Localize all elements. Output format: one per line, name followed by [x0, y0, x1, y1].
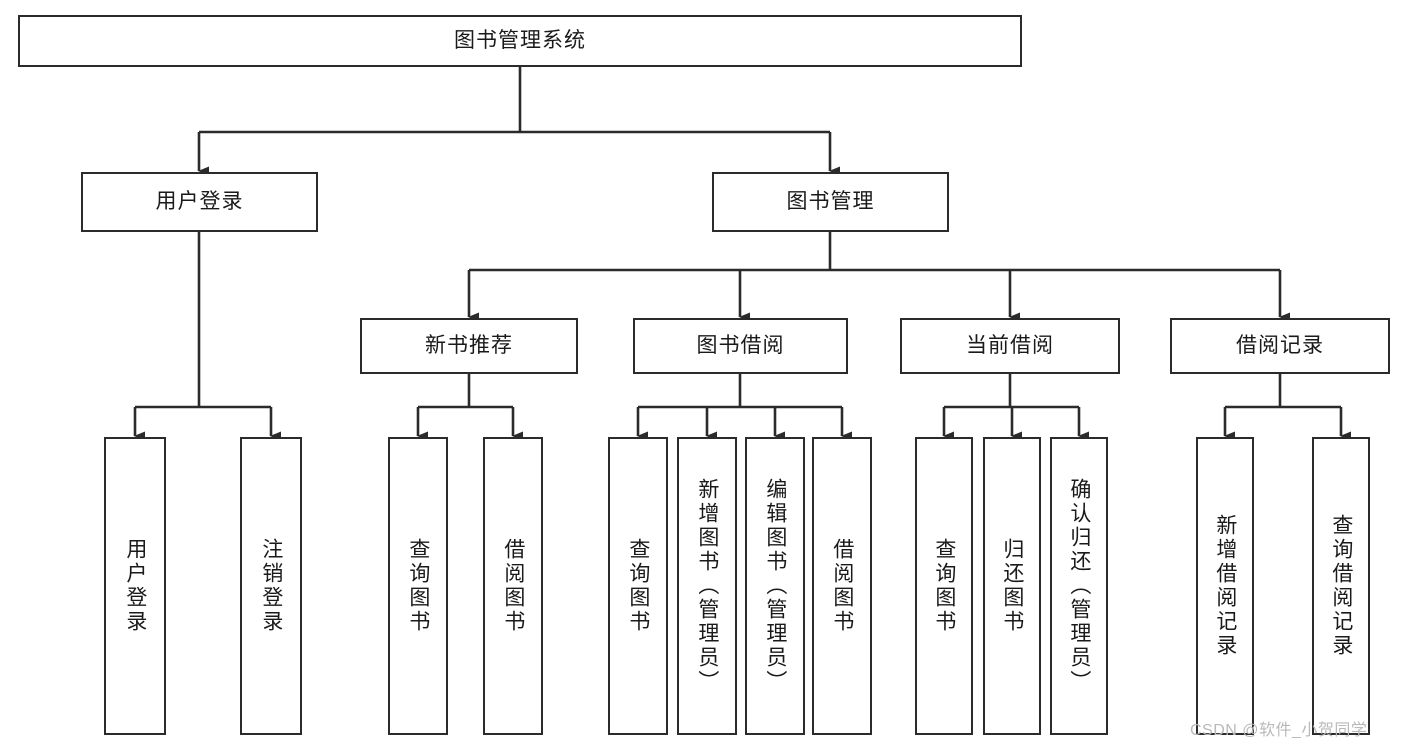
node-label-leaf-query-book-1: 查询图书 [406, 538, 430, 634]
node-leaf-query-book-1[interactable]: 查询图书 [388, 437, 448, 735]
node-new-book-recommend[interactable]: 新书推荐 [360, 318, 578, 374]
node-label-root: 图书管理系统 [454, 28, 586, 52]
node-label-current-borrow: 当前借阅 [966, 333, 1054, 357]
node-leaf-borrow-book-2[interactable]: 借阅图书 [812, 437, 872, 735]
node-label-leaf-add-record: 新增借阅记录 [1213, 514, 1237, 658]
node-leaf-query-book-3[interactable]: 查询图书 [915, 437, 973, 735]
node-leaf-add-record[interactable]: 新增借阅记录 [1196, 437, 1254, 735]
node-book-borrow[interactable]: 图书借阅 [633, 318, 848, 374]
node-label-leaf-user-logout: 注销登录 [259, 538, 283, 634]
node-current-borrow[interactable]: 当前借阅 [900, 318, 1120, 374]
node-borrow-record[interactable]: 借阅记录 [1170, 318, 1390, 374]
node-user-login[interactable]: 用户登录 [81, 172, 318, 232]
node-label-leaf-edit-book: 编辑图书（管理员） [763, 478, 787, 694]
node-root[interactable]: 图书管理系统 [18, 15, 1022, 67]
node-leaf-edit-book[interactable]: 编辑图书（管理员） [745, 437, 805, 735]
node-label-leaf-user-login: 用户登录 [123, 538, 147, 634]
node-leaf-user-login[interactable]: 用户登录 [104, 437, 166, 735]
node-leaf-query-record[interactable]: 查询借阅记录 [1312, 437, 1370, 735]
node-label-leaf-query-book-3: 查询图书 [932, 538, 956, 634]
node-leaf-query-book-2[interactable]: 查询图书 [608, 437, 668, 735]
node-label-book-manage: 图书管理 [786, 189, 875, 213]
connector-lines [133, 67, 1351, 441]
node-leaf-user-logout[interactable]: 注销登录 [240, 437, 302, 735]
node-label-leaf-add-book: 新增图书（管理员） [695, 478, 719, 694]
node-label-leaf-borrow-book-1: 借阅图书 [501, 538, 525, 634]
node-leaf-return-book[interactable]: 归还图书 [983, 437, 1041, 735]
node-leaf-borrow-book-1[interactable]: 借阅图书 [483, 437, 543, 735]
node-leaf-add-book[interactable]: 新增图书（管理员） [677, 437, 737, 735]
node-label-user-login: 用户登录 [155, 189, 244, 213]
node-label-leaf-borrow-book-2: 借阅图书 [830, 538, 854, 634]
node-label-leaf-query-book-2: 查询图书 [626, 538, 650, 634]
node-label-leaf-return-book: 归还图书 [1000, 538, 1024, 634]
node-label-leaf-query-record: 查询借阅记录 [1329, 514, 1353, 658]
node-leaf-confirm-return[interactable]: 确认归还（管理员） [1050, 437, 1108, 735]
node-book-manage[interactable]: 图书管理 [712, 172, 949, 232]
node-label-borrow-record: 借阅记录 [1236, 333, 1324, 357]
node-label-book-borrow: 图书借阅 [696, 333, 785, 357]
node-label-new-book-recommend: 新书推荐 [425, 333, 513, 357]
node-label-leaf-confirm-return: 确认归还（管理员） [1067, 478, 1091, 694]
